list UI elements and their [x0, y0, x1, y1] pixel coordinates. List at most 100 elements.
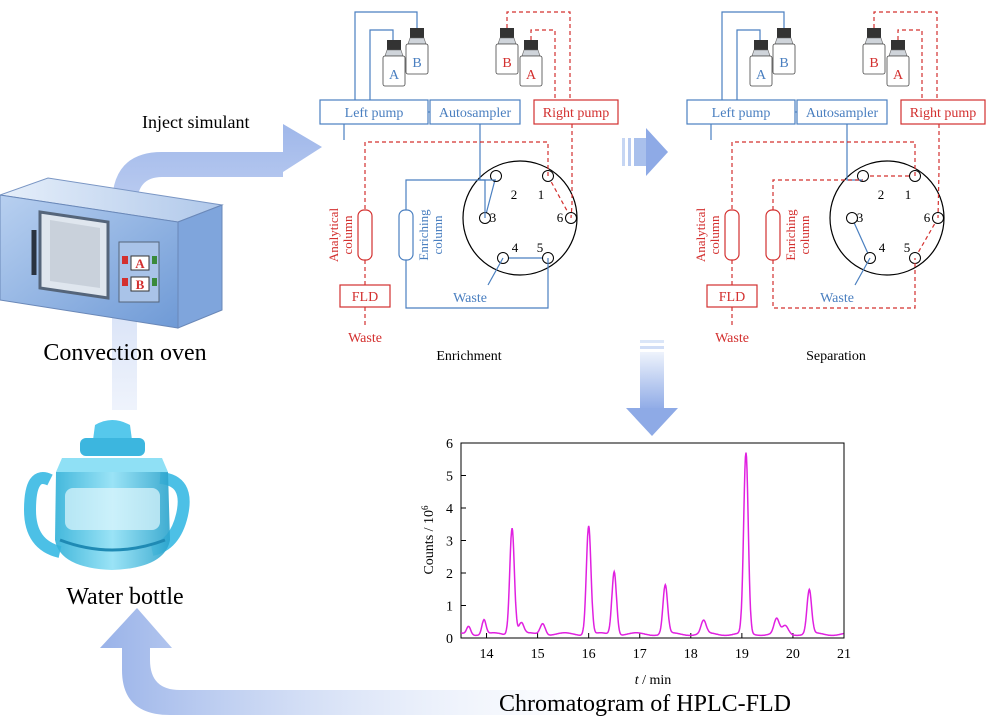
x-tick-label: 14 [480, 647, 494, 662]
oven-label: Convection oven [43, 340, 206, 366]
y-tick-label: 6 [446, 437, 453, 452]
port-label-6: 6 [924, 210, 931, 225]
x-tick-label: 15 [531, 647, 545, 662]
enriching-column-label: Enrichingcolumn [416, 209, 445, 261]
left-pump-label: Left pump [345, 106, 404, 121]
enrich-inlet [772, 179, 863, 210]
waste-label-blue: Waste [820, 291, 854, 306]
port-label-5: 5 [537, 240, 544, 255]
plot-frame [460, 442, 845, 639]
waste-label-red: Waste [348, 331, 382, 346]
analytical-column-label: Analyticalcolumn [693, 208, 722, 263]
y-tick-label: 3 [446, 535, 453, 550]
bottle-neck [521, 49, 541, 57]
bottle-icon-a-left: A [749, 40, 773, 87]
solvent-line-a [736, 29, 761, 100]
enrich-outlet [772, 258, 916, 309]
right-pump-box [900, 99, 986, 125]
port-label-3: 3 [490, 210, 497, 225]
bottle-neck [497, 37, 517, 45]
solvent-line-a-right [530, 29, 556, 100]
left-pump-label: Left pump [712, 106, 771, 121]
bottle-neck [774, 37, 794, 45]
port-label-2: 2 [511, 187, 518, 202]
bottle-cap [777, 28, 791, 38]
bottle-label: A [389, 68, 400, 83]
oven-display-a: A [135, 256, 145, 271]
flow-arrow-return [100, 608, 560, 715]
separation-caption: Separation [806, 349, 866, 364]
enrichment-caption: Enrichment [436, 349, 501, 364]
waste-line [487, 257, 504, 286]
port-label-4: 4 [879, 240, 886, 255]
bottle-cap [867, 28, 881, 38]
y-tick-label: 0 [446, 632, 453, 647]
arrow-icon-to-chromatogram [626, 340, 678, 436]
y-tick-label: 2 [446, 567, 453, 582]
solvent-line-b-right [506, 11, 571, 100]
right-pump-label: Right pump [910, 106, 977, 121]
solvent-line-a-right [897, 29, 923, 100]
bottle-body [495, 43, 519, 75]
bottle-label: B [502, 56, 511, 71]
bottle-label: B [412, 56, 421, 71]
bottle-icon-a-right: A [886, 40, 910, 87]
valve-link-1-6 [547, 175, 572, 219]
bottle-cap [387, 40, 401, 50]
bottle-body [405, 43, 429, 75]
y-axis-label: Counts / 106 [420, 505, 437, 575]
enriching-column-label: Enrichingcolumn [783, 209, 812, 261]
bottle-body [749, 55, 773, 87]
x-tick-label: 20 [786, 647, 800, 662]
oven-display-b: B [136, 277, 145, 292]
right-pump-label: Right pump [543, 106, 610, 121]
bottle-icon-b-right: B [862, 28, 886, 75]
analytical-column-line1: Analytical [326, 208, 341, 263]
bottle-label: A [526, 68, 537, 83]
port-label-5: 5 [904, 240, 911, 255]
x-tick-label: 16 [582, 647, 596, 662]
port-label-1: 1 [905, 187, 912, 202]
waste-line [854, 257, 871, 286]
bottle-neck [384, 49, 404, 57]
valve-link-5-6 [914, 217, 939, 259]
analytical-column-line2: column [340, 215, 355, 254]
valve-port [490, 170, 502, 182]
oven-icon: A B [0, 177, 224, 329]
bottle-cap [754, 40, 768, 50]
bottle-label: Water bottle [66, 584, 183, 610]
enrich-inlet [405, 179, 486, 218]
analytical-column-line1: Analytical [693, 208, 708, 263]
port-label-2: 2 [878, 187, 885, 202]
fld-label: FLD [352, 290, 378, 305]
bottle-icon-b-right: B [495, 28, 519, 75]
enriching-column-line2: column [797, 215, 812, 254]
bottle-icon-b-left: B [405, 28, 429, 75]
bottle-cap [891, 40, 905, 50]
analytical-column-line2: column [707, 215, 722, 254]
bottle-neck [888, 49, 908, 57]
right-pump-box [533, 99, 619, 125]
solvent-line-b [354, 11, 418, 100]
port-label-1: 1 [538, 187, 545, 202]
chromatogram-trace [461, 452, 844, 637]
waste-label-blue: Waste [453, 291, 487, 306]
water-bottle-icon [23, 420, 190, 570]
x-axis-label: t / min [635, 673, 672, 688]
right-pump-line [937, 124, 940, 219]
analytical-column-label: Analyticalcolumn [326, 208, 355, 263]
bottle-icon-b-left: B [772, 28, 796, 75]
bottle-body [519, 55, 543, 87]
bottle-body [772, 43, 796, 75]
bottle-cap [500, 28, 514, 38]
x-tick-label: 19 [735, 647, 749, 662]
port-label-6: 6 [557, 210, 564, 225]
chromatogram-title: Chromatogram of HPLC-FLD [499, 691, 791, 717]
bottle-body [886, 55, 910, 87]
analytical-inlet [364, 141, 549, 210]
solvent-line-a [369, 29, 394, 100]
